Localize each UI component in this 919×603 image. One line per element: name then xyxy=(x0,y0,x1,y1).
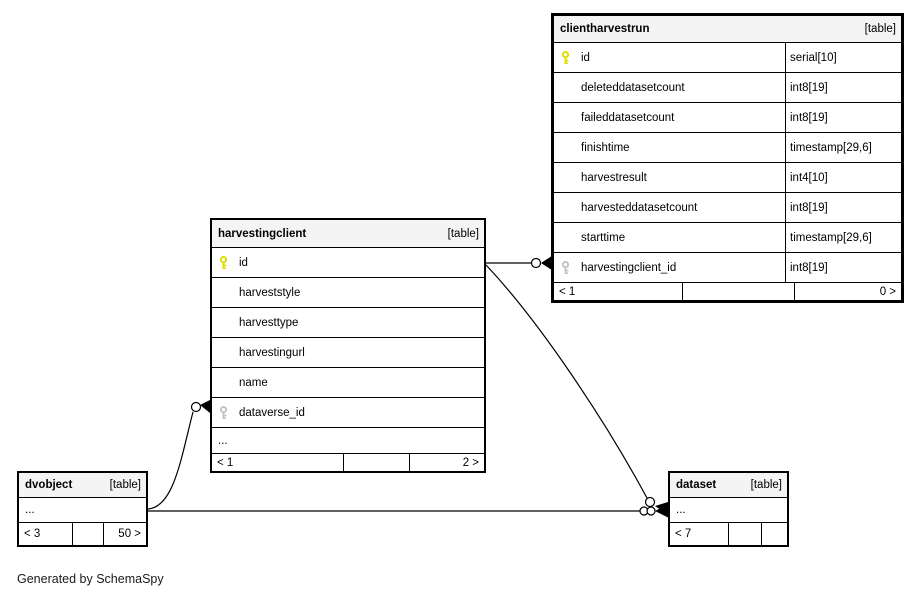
table-dataset: dataset [table] ... < 7 xyxy=(668,471,789,547)
table-harvestingclient: harvestingclient [table] id harveststyle… xyxy=(210,218,486,473)
table-header-clientharvestrun[interactable]: clientharvestrun [table] xyxy=(554,16,901,43)
column-name: faileddatasetcount xyxy=(581,111,675,124)
column-type: int8[19] xyxy=(785,103,901,132)
column-row-harveststyle: harveststyle xyxy=(212,278,484,308)
footer-middle-cell xyxy=(343,454,410,471)
edge-dvobject-to-dataset xyxy=(148,504,668,518)
table-tag: [table] xyxy=(864,23,896,35)
table-dvobject: dvobject [table] ... < 3 50 > xyxy=(17,471,148,547)
footer-middle-cell xyxy=(682,283,795,300)
column-type: int4[10] xyxy=(785,163,901,192)
column-name: deleteddatasetcount xyxy=(581,81,685,94)
column-name: id xyxy=(581,51,590,64)
column-type: timestamp[29,6] xyxy=(785,223,901,252)
column-row-name: name xyxy=(212,368,484,398)
column-name: harvesteddatasetcount xyxy=(581,201,698,214)
generator-note: Generated by SchemaSpy xyxy=(17,572,164,586)
hidden-columns-ellipsis: ... xyxy=(19,498,146,523)
footer-children-count: < 1 xyxy=(559,285,576,298)
footer-middle-cell xyxy=(72,523,104,545)
column-row-id: id serial[10] xyxy=(554,43,901,73)
column-type: int8[19] xyxy=(785,73,901,102)
table-header-dataset[interactable]: dataset [table] xyxy=(670,473,787,498)
table-tag: [table] xyxy=(109,479,141,491)
table-footer: < 1 2 > xyxy=(212,454,484,471)
table-title[interactable]: clientharvestrun xyxy=(560,23,650,35)
column-name: harveststyle xyxy=(239,286,301,299)
column-row-dataverse-id: dataverse_id xyxy=(212,398,484,428)
primary-key-icon xyxy=(219,255,228,269)
footer-children-count: < 1 xyxy=(217,456,234,469)
column-type: int8[19] xyxy=(785,253,901,282)
column-row-harvesteddatasetcount: harvesteddatasetcount int8[19] xyxy=(554,193,901,223)
column-row-harvestingurl: harvestingurl xyxy=(212,338,484,368)
footer-middle-cell xyxy=(728,523,762,545)
table-clientharvestrun: clientharvestrun [table] id serial[10] d… xyxy=(551,13,904,303)
footer-children-count: < 3 xyxy=(24,528,41,540)
column-name: starttime xyxy=(581,231,626,244)
primary-key-icon xyxy=(561,50,570,64)
table-footer: < 3 50 > xyxy=(19,523,146,545)
crowsfoot-arrow-icon xyxy=(541,256,551,270)
table-header-harvestingclient[interactable]: harvestingclient [table] xyxy=(212,220,484,248)
table-tag: [table] xyxy=(750,479,782,491)
crowsfoot-arrow-icon xyxy=(200,400,210,413)
column-name: name xyxy=(239,376,268,389)
table-footer: < 1 0 > xyxy=(554,283,901,300)
table-footer: < 7 xyxy=(670,523,787,545)
column-row-harvestingclient-id: harvestingclient_id int8[19] xyxy=(554,253,901,283)
foreign-key-icon xyxy=(561,260,570,274)
footer-parents-count: 0 > xyxy=(879,285,896,298)
column-type: serial[10] xyxy=(785,43,901,72)
column-row-starttime: starttime timestamp[29,6] xyxy=(554,223,901,253)
footer-parents-count xyxy=(762,523,787,545)
column-row-faileddatasetcount: faileddatasetcount int8[19] xyxy=(554,103,901,133)
hidden-columns-ellipsis: ... xyxy=(670,498,787,523)
column-row-finishtime: finishtime timestamp[29,6] xyxy=(554,133,901,163)
column-row-deleteddatasetcount: deleteddatasetcount int8[19] xyxy=(554,73,901,103)
foreign-key-icon xyxy=(219,405,228,419)
column-row-harvestresult: harvestresult int4[10] xyxy=(554,163,901,193)
table-title[interactable]: harvestingclient xyxy=(218,227,307,240)
column-row-id: id xyxy=(212,248,484,278)
footer-parents-count: 2 > xyxy=(462,456,479,469)
zero-or-more-circle xyxy=(530,257,542,269)
column-name: harvesttype xyxy=(239,316,299,329)
column-name: harvestresult xyxy=(581,171,647,184)
column-name: harvestingurl xyxy=(239,346,305,359)
column-row-harvesttype: harvesttype xyxy=(212,308,484,338)
hidden-columns-ellipsis: ... xyxy=(212,428,484,454)
table-title[interactable]: dvobject xyxy=(25,479,73,491)
column-name: harvestingclient_id xyxy=(581,261,677,274)
column-type: int8[19] xyxy=(785,193,901,222)
footer-children-count: < 7 xyxy=(675,528,692,540)
table-title[interactable]: dataset xyxy=(676,479,717,491)
edge-harvestingclient-to-clientharvestrun xyxy=(486,256,551,270)
column-type: timestamp[29,6] xyxy=(785,133,901,162)
column-name: dataverse_id xyxy=(239,406,305,419)
column-name: id xyxy=(239,256,248,269)
column-name: finishtime xyxy=(581,141,630,154)
zero-or-more-circle xyxy=(190,401,202,413)
table-header-dvobject[interactable]: dvobject [table] xyxy=(19,473,146,498)
zero-or-more-circle xyxy=(646,506,656,516)
footer-parents-count: 50 > xyxy=(118,528,141,540)
edge-dvobject-to-harvestingclient xyxy=(147,400,210,510)
crowsfoot-arrow-icon xyxy=(655,504,668,518)
table-tag: [table] xyxy=(447,227,479,240)
zero-or-more-circle xyxy=(644,496,656,508)
